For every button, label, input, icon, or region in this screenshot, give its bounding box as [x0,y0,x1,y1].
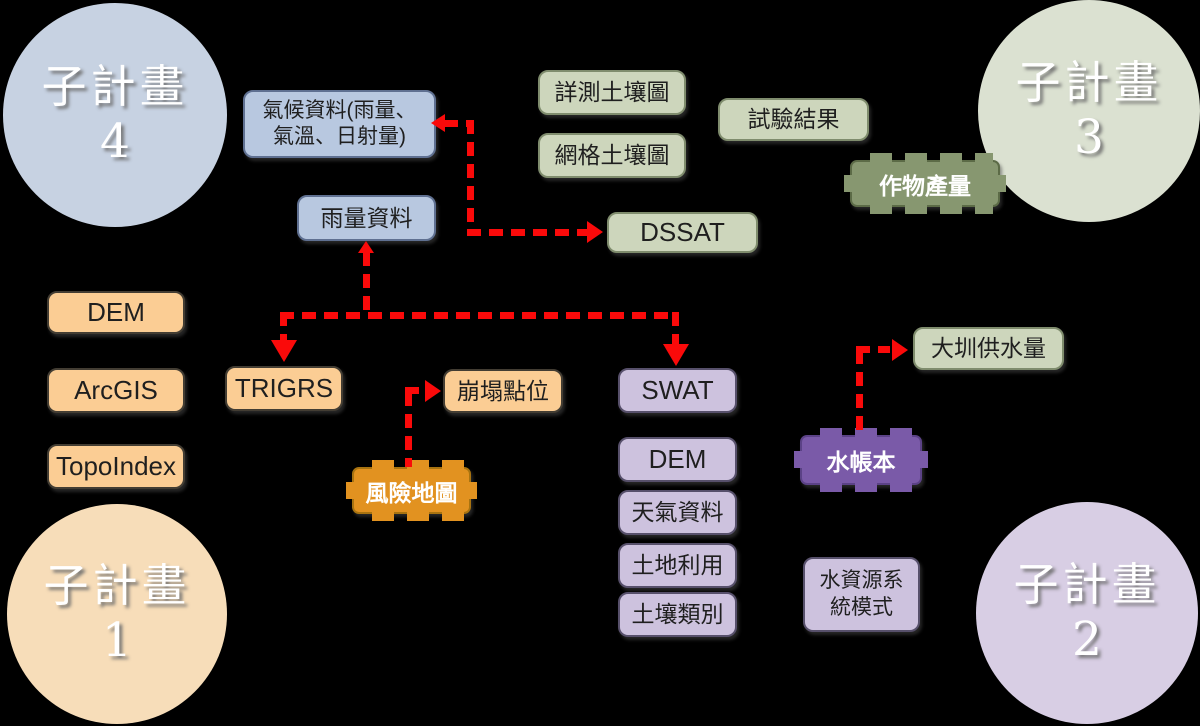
subproject-4-title: 子計畫 [41,60,189,114]
node-landslide-points: 崩塌點位 [443,369,563,413]
gear-tab-right [920,451,928,468]
node-climate-data: 氣候資料(雨量、 氣溫、日射量) [243,90,436,158]
subproject-4-circle: 子計畫 4 [3,3,227,227]
arrowhead-into-canal [892,339,908,361]
node-detailed-soil-map: 詳測土壤圖 [538,70,686,115]
arrowhead-into-dssat [587,221,603,243]
gear-tab-right [998,174,1006,192]
node-water-resource-model-line1: 水資源系 [819,569,904,593]
node-crop-yield-label: 作物產量 [879,172,971,199]
gear-tab-left [844,174,852,192]
node-water-resource-model: 水資源系 統模式 [803,557,920,632]
node-water-ledger-label: 水帳本 [826,449,896,475]
subproject-2-circle: 子計畫 2 [976,502,1198,724]
node-grid-soil-map: 網格土壤圖 [538,133,686,178]
subproject-1-number: 1 [102,612,132,668]
node-weather-data: 天氣資料 [618,490,737,535]
connector-ledger-h [856,346,890,353]
node-topoindex: TopoIndex [47,444,185,489]
subproject-1-circle: 子計畫 1 [7,504,227,724]
subproject-3-title: 子計畫 [1015,56,1163,110]
node-dem-right: DEM [618,437,737,482]
gear-tab-left [346,481,354,499]
arrowhead-into-rainfall [358,241,374,253]
subproject-1-title: 子計畫 [43,559,191,613]
node-risk-map-label: 風險地圖 [365,479,458,506]
gear-tab-left [794,451,802,468]
connector-rainfall-v [363,252,370,318]
gear-tab-right [469,481,477,499]
subproject-2-number: 2 [1072,611,1102,667]
node-crop-yield: 作物產量 [844,153,1006,214]
arrowhead-into-trigrs [271,340,297,362]
connector-trunk-h [280,312,679,319]
arrowhead-into-climate [431,114,445,132]
node-rainfall-data: 雨量資料 [297,195,436,241]
node-land-use: 土地利用 [618,543,737,588]
connector-into-dssat-h [467,229,587,236]
node-canal-water-supply: 大圳供水量 [913,327,1064,370]
node-test-results: 試驗結果 [718,98,869,141]
subproject-3-number: 3 [1074,109,1104,165]
arrowhead-into-landslide [425,380,441,402]
subproject-2-title: 子計畫 [1013,558,1161,612]
connector-climate-h [444,120,470,127]
connector-trunk-left-v [280,312,287,340]
node-soil-type: 土壤類別 [618,592,737,637]
node-dssat: DSSAT [607,212,758,253]
arrowhead-into-swat [663,344,689,366]
node-dem-left: DEM [47,291,185,334]
node-risk-map: 風險地圖 [346,460,477,521]
node-arcgis: ArcGIS [47,368,185,413]
connector-riskmap-h [405,387,425,394]
node-climate-data-line2: 氣溫、日射量) [273,125,406,148]
node-trigrs: TRIGRS [225,366,343,411]
node-water-resource-model-line2: 統模式 [830,595,893,619]
connector-riskmap-v [405,392,412,467]
node-water-ledger: 水帳本 [794,428,928,492]
connector-ledger-v [856,350,863,435]
subproject-4-number: 4 [100,113,130,169]
subproject-3-circle: 子計畫 3 [978,0,1200,222]
node-climate-data-line1: 氣候資料(雨量、 [262,98,417,122]
connector-trunk-right-v [672,312,679,345]
node-swat: SWAT [618,368,737,413]
connector-climate-v [467,120,474,233]
